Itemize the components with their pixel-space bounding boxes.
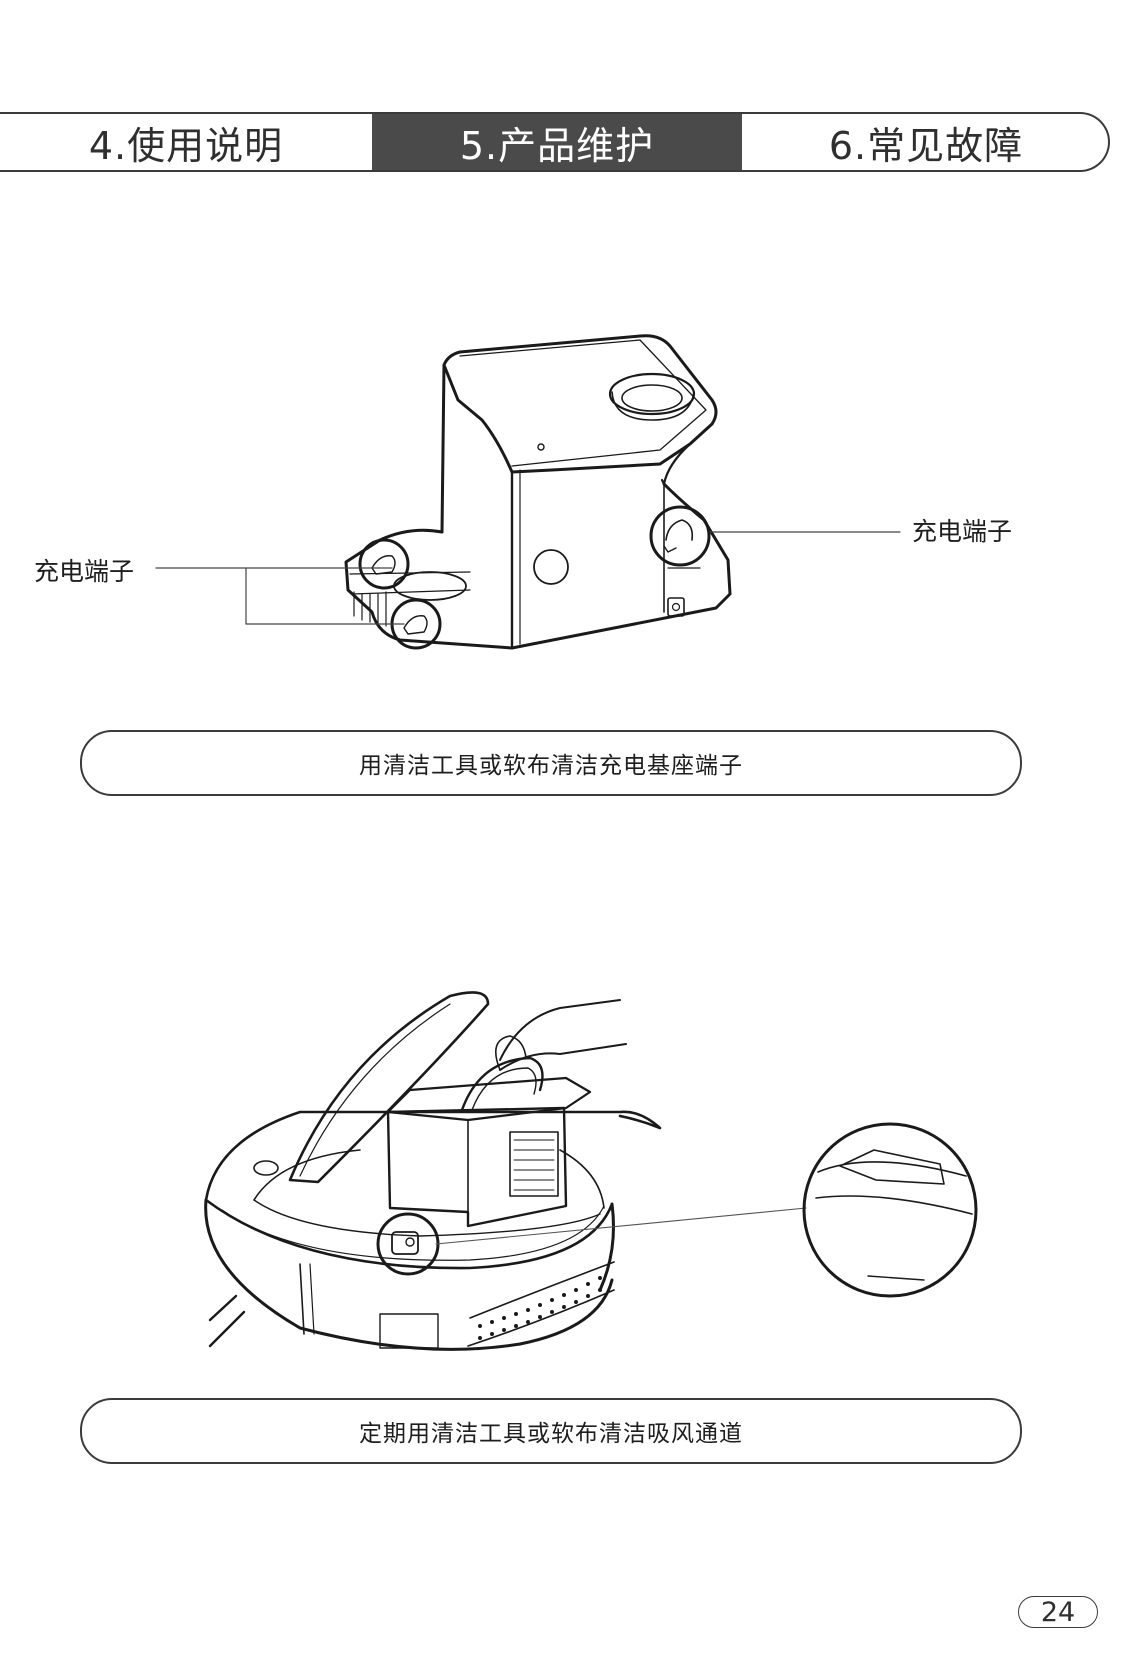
charging-terminal-label-right: 充电端子 bbox=[912, 517, 1013, 546]
caption-clean-dock-terminals: 用清洁工具或软布清洁充电基座端子 bbox=[80, 730, 1022, 796]
charging-dock-illustration bbox=[155, 334, 901, 650]
section-tabs: 4.使用说明 5.产品维护 6.常见故障 bbox=[0, 112, 1112, 172]
tab-product-maintenance[interactable]: 5.产品维护 bbox=[372, 114, 742, 170]
charging-terminal-label-left: 充电端子 bbox=[34, 557, 135, 586]
tabs-frame bbox=[0, 112, 1110, 172]
tab-common-faults[interactable]: 6.常见故障 bbox=[828, 123, 1024, 168]
caption-clean-suction-channel: 定期用清洁工具或软布清洁吸风通道 bbox=[80, 1398, 1022, 1464]
tab-usage-instructions[interactable]: 4.使用说明 bbox=[88, 123, 284, 168]
robot-vacuum-illustration bbox=[204, 991, 978, 1351]
vent-grille-dots bbox=[478, 1276, 602, 1340]
page-number: 24 bbox=[1018, 1596, 1098, 1628]
